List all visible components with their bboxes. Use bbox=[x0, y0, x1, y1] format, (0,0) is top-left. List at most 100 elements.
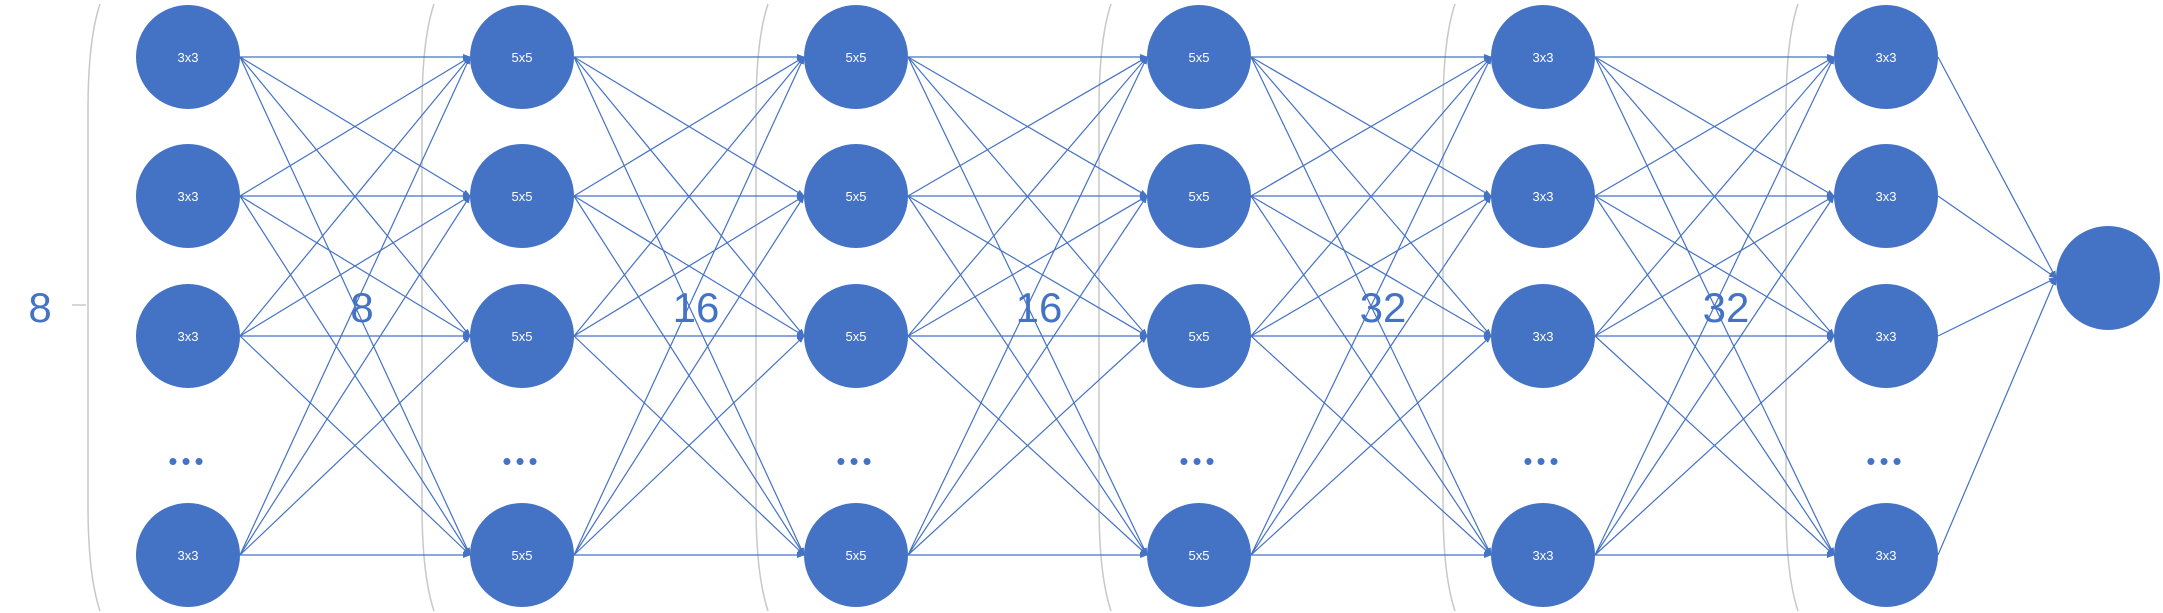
ellipsis-dots: ••• bbox=[1866, 446, 1905, 476]
neuron-node bbox=[1491, 284, 1595, 388]
connection-arrow bbox=[1250, 56, 1492, 556]
node-kernel-label: 5x5 bbox=[846, 50, 867, 65]
node-kernel-label: 3x3 bbox=[1876, 50, 1897, 65]
neuron-node bbox=[136, 284, 240, 388]
ellipsis-dots: ••• bbox=[168, 446, 207, 476]
neuron-node bbox=[1147, 144, 1251, 248]
connection-arrow bbox=[1250, 335, 1492, 556]
connection-arrow bbox=[907, 56, 1148, 556]
connection-arrow bbox=[1250, 195, 1492, 337]
neuron-node bbox=[1147, 5, 1251, 109]
connection-arrow bbox=[1250, 195, 1492, 556]
node-kernel-label: 3x3 bbox=[178, 329, 199, 344]
node-kernel-label: 3x3 bbox=[1533, 50, 1554, 65]
node-kernel-label: 3x3 bbox=[178, 189, 199, 204]
neuron-node bbox=[136, 144, 240, 248]
neuron-node bbox=[470, 5, 574, 109]
connection-arrow bbox=[1250, 56, 1492, 197]
node-kernel-label: 3x3 bbox=[1533, 189, 1554, 204]
neuron-node bbox=[1491, 144, 1595, 248]
ellipsis-dots: ••• bbox=[836, 446, 875, 476]
connection-arrow bbox=[239, 195, 471, 337]
neuron-node bbox=[1834, 5, 1938, 109]
neuron-node bbox=[1491, 503, 1595, 607]
layer-count-label: 32 bbox=[1703, 284, 1750, 331]
layer-count-label: 32 bbox=[1360, 284, 1407, 331]
node-kernel-label: 3x3 bbox=[1876, 548, 1897, 563]
connection-arrow bbox=[239, 335, 471, 556]
neuron-node bbox=[1834, 284, 1938, 388]
node-kernel-label: 5x5 bbox=[512, 189, 533, 204]
node-kernel-label: 3x3 bbox=[178, 50, 199, 65]
node-kernel-label: 3x3 bbox=[1533, 329, 1554, 344]
node-kernel-label: 3x3 bbox=[178, 548, 199, 563]
neuron-node bbox=[1834, 503, 1938, 607]
connection-arrow bbox=[1937, 277, 2057, 556]
node-kernel-label: 5x5 bbox=[1189, 189, 1210, 204]
connection-arrow bbox=[1594, 56, 1835, 556]
ellipsis-dots: ••• bbox=[1179, 446, 1218, 476]
connection-arrow bbox=[907, 56, 1148, 197]
connection-arrow bbox=[239, 56, 471, 556]
neuron-node bbox=[470, 503, 574, 607]
neuron-node bbox=[470, 284, 574, 388]
node-kernel-label: 5x5 bbox=[846, 548, 867, 563]
node-kernel-label: 5x5 bbox=[512, 50, 533, 65]
neuron-node bbox=[470, 144, 574, 248]
layer-bracket bbox=[421, 3, 435, 612]
connection-arrow bbox=[907, 335, 1148, 556]
layer-count-label: 16 bbox=[673, 284, 720, 331]
node-kernel-label: 5x5 bbox=[512, 329, 533, 344]
neuron-node bbox=[136, 503, 240, 607]
node-kernel-label: 5x5 bbox=[1189, 329, 1210, 344]
ellipsis-dots: ••• bbox=[502, 446, 541, 476]
connection-arrow bbox=[907, 195, 1148, 337]
input-count-label: 8 bbox=[28, 284, 51, 331]
node-kernel-label: 5x5 bbox=[1189, 548, 1210, 563]
output-node bbox=[2056, 226, 2160, 330]
connection-arrow bbox=[1594, 335, 1835, 556]
neuron-node bbox=[1147, 503, 1251, 607]
connection-arrow bbox=[573, 335, 805, 556]
connection-arrow bbox=[907, 195, 1148, 556]
connection-arrow bbox=[573, 56, 805, 197]
connection-arrow bbox=[907, 56, 1148, 337]
connection-arrow bbox=[239, 56, 471, 337]
neuron-node bbox=[804, 144, 908, 248]
connection-arrow bbox=[573, 195, 805, 556]
neuron-node bbox=[1147, 284, 1251, 388]
connection-arrow bbox=[1594, 195, 1835, 337]
connection-arrow bbox=[239, 195, 471, 556]
connections bbox=[239, 54, 2057, 558]
neuron-node bbox=[136, 5, 240, 109]
connection-arrow bbox=[1250, 56, 1492, 337]
layer-count-label: 16 bbox=[1016, 284, 1063, 331]
connection-arrow bbox=[1594, 195, 1835, 556]
connection-arrow bbox=[239, 56, 471, 197]
neuron-node bbox=[804, 503, 908, 607]
node-kernel-label: 5x5 bbox=[1189, 50, 1210, 65]
connection-arrow bbox=[1594, 56, 1835, 337]
nodes: 3x3 3x3 3x3 3x3 ••• 5x5 5x5 5x5 5x5 ••• 5x5 5x5 5x5 5… bbox=[136, 5, 2160, 607]
connection-arrow bbox=[573, 56, 805, 556]
layer-bracket bbox=[87, 3, 101, 612]
neuron-node bbox=[804, 284, 908, 388]
connection-arrow bbox=[1594, 56, 1835, 197]
neuron-node bbox=[1491, 5, 1595, 109]
node-kernel-label: 5x5 bbox=[846, 189, 867, 204]
layer-bracket bbox=[755, 3, 769, 612]
node-kernel-label: 3x3 bbox=[1876, 189, 1897, 204]
node-kernel-label: 3x3 bbox=[1533, 548, 1554, 563]
connection-arrow bbox=[1937, 277, 2057, 337]
connection-arrow bbox=[1937, 56, 2057, 279]
node-kernel-label: 5x5 bbox=[512, 548, 533, 563]
node-kernel-label: 3x3 bbox=[1876, 329, 1897, 344]
connection-arrow bbox=[1937, 195, 2057, 279]
connection-arrow bbox=[573, 56, 805, 337]
neuron-node bbox=[804, 5, 908, 109]
node-kernel-label: 5x5 bbox=[846, 329, 867, 344]
neuron-node bbox=[1834, 144, 1938, 248]
ellipsis-dots: ••• bbox=[1523, 446, 1562, 476]
